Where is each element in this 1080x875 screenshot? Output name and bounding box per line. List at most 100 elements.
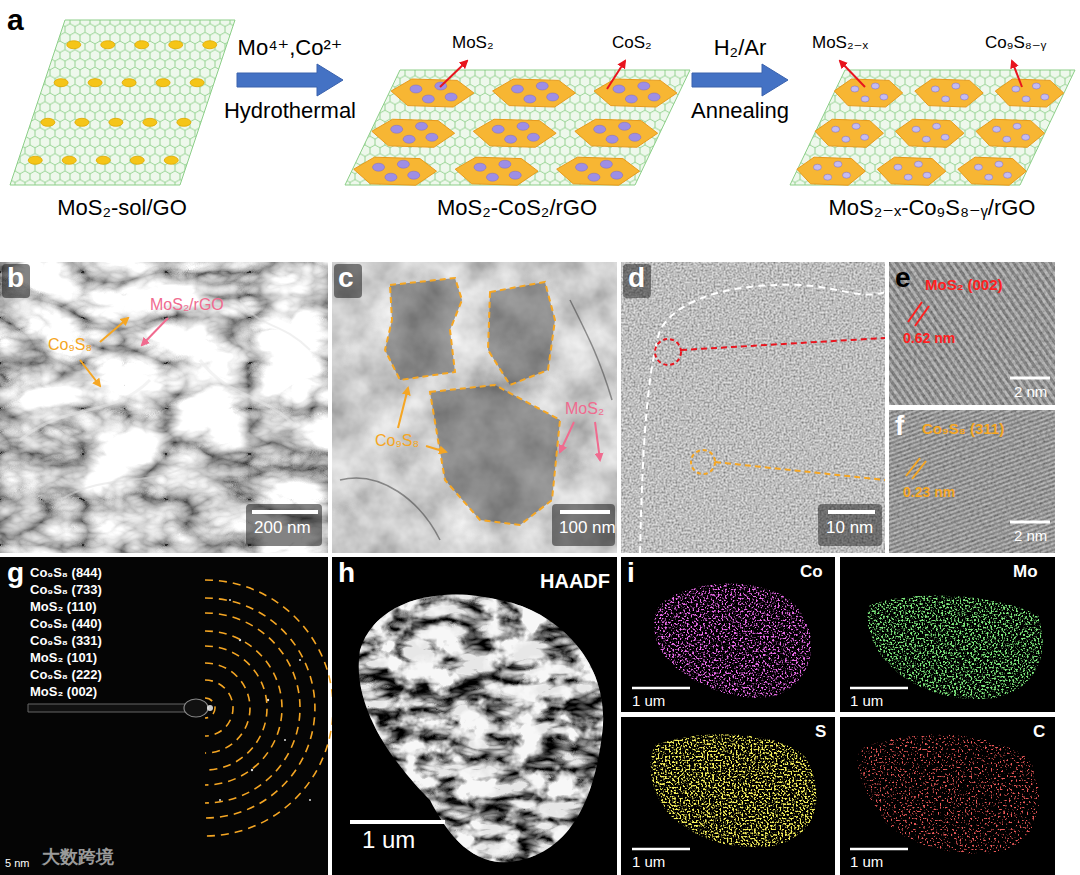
cobalt-sulfide-particle <box>842 172 850 178</box>
ring-index-label: Co₉S₈ (222) <box>30 668 102 683</box>
cobalt-sulfide-particle <box>505 135 517 143</box>
mos2-seed-dot <box>122 79 136 87</box>
process-arrow <box>692 64 788 96</box>
lattice-panel: eMoS₂ (002)0.62 nm2 nm <box>889 262 1055 405</box>
cobalt-sulfide-particle <box>1022 96 1030 102</box>
diffraction-pattern <box>0 557 333 875</box>
scale-bar-label: 1 um <box>362 826 415 854</box>
cobalt-sulfide-particle <box>1022 134 1030 140</box>
cobalt-sulfide-particle <box>960 94 968 100</box>
cobalt-sulfide-particle <box>638 82 650 90</box>
mos2-flake <box>575 119 658 147</box>
phase-label: Co₉S₈ <box>48 336 92 354</box>
cobalt-sulfide-particle <box>629 133 641 141</box>
mos2-seed-dot <box>164 156 178 164</box>
mos2-seed-dot <box>143 118 157 126</box>
panel-letter: i <box>627 557 635 589</box>
element-label: S <box>815 722 826 742</box>
mos2-seed-dot <box>75 118 89 126</box>
haadf-image <box>332 557 617 875</box>
cobalt-sulfide-particle <box>547 93 559 101</box>
cobalt-sulfide-particle <box>985 174 993 180</box>
scale-bar-label: 1 um <box>850 853 883 870</box>
process-step-label: Annealing <box>691 98 789 123</box>
mos2-flake <box>976 119 1044 147</box>
cobalt-sulfide-particle <box>933 123 941 129</box>
mos2-seed-dot <box>67 41 81 49</box>
phase-label: Co₉S₈ <box>375 432 419 450</box>
cobalt-sulfide-particle <box>912 126 920 132</box>
cobalt-sulfide-particle <box>995 161 1003 167</box>
scale-bar-label: 2 nm <box>1014 383 1047 400</box>
mos2-seed-dot <box>62 156 76 164</box>
scale-bar-label: 5 nm <box>5 857 29 870</box>
cobalt-sulfide-particle <box>861 96 869 102</box>
cobalt-sulfide-particle <box>648 93 660 101</box>
cobalt-sulfide-particle <box>993 126 1001 132</box>
cobalt-sulfide-particle <box>923 172 931 178</box>
cobalt-sulfide-particle <box>1013 123 1021 129</box>
scale-bar-label: 100 nm <box>559 518 616 538</box>
panel-letter: h <box>338 557 355 589</box>
eds-maps <box>621 557 1055 875</box>
cobalt-sulfide-particle <box>445 93 457 101</box>
cobalt-sulfide-particle <box>391 125 403 133</box>
sheet-fill <box>345 70 690 185</box>
element-label: Mo <box>1013 562 1038 582</box>
mos2-flake <box>473 119 556 147</box>
mos2-seed-dot <box>169 41 183 49</box>
mode-label: HAADF <box>540 570 610 593</box>
mos2-seed-dot <box>203 41 217 49</box>
mos2-flake <box>797 157 865 185</box>
graphene-mesh <box>10 20 235 185</box>
mos2-flake <box>995 79 1063 107</box>
cobalt-sulfide-particle <box>942 96 950 102</box>
panel-letter: e <box>895 262 911 294</box>
mos2-flake <box>815 119 883 147</box>
cobalt-sulfide-particle <box>914 161 922 167</box>
eds-map-panel: iCo1 um <box>621 557 835 712</box>
cobalt-sulfide-particle <box>904 174 912 180</box>
tem-image <box>332 262 617 553</box>
cobalt-sulfide-particle <box>619 122 631 130</box>
phase-label: MoS₂/rGO <box>150 296 224 314</box>
component-label: MoS₂ <box>452 33 494 53</box>
cobalt-sulfide-particle <box>974 164 982 170</box>
mos2-seed-dot <box>177 118 191 126</box>
lattice-image <box>889 262 1055 553</box>
cobalt-sulfide-particle <box>852 123 860 129</box>
edge-label: H₂/Ar <box>714 35 767 60</box>
scale-bar-label: 200 nm <box>254 518 311 538</box>
cobalt-sulfide-particle <box>499 160 511 168</box>
diffraction-panel: gCo₉S₈ (844)Co₉S₈ (733)MoS₂ (110)Co₉S₈ (… <box>0 557 328 875</box>
mos2-seed-dot <box>28 156 42 164</box>
element-label: Co <box>800 562 823 582</box>
mos2-seed-dot <box>41 118 55 126</box>
cobalt-sulfide-particle <box>1003 136 1011 142</box>
mos2-seed-dot <box>54 79 68 87</box>
cobalt-sulfide-particle <box>373 163 385 171</box>
leader-arrow <box>607 61 625 89</box>
mos2-flake <box>896 119 964 147</box>
haadf-panel: h HAADF 1 um <box>332 557 617 875</box>
panel-letter: f <box>895 410 904 442</box>
ring-index-label: Co₉S₈ (440) <box>30 617 102 632</box>
cobalt-sulfide-particle <box>426 133 438 141</box>
cobalt-sulfide-particle <box>861 134 869 140</box>
component-label: MoS₂₋ₓ <box>812 33 868 53</box>
cobalt-sulfide-particle <box>832 126 840 132</box>
ring-index-label: Co₉S₈ (331) <box>30 634 102 649</box>
graphene-sheet: MoS₂-sol/GO <box>10 15 235 235</box>
mos2-flake <box>958 157 1026 185</box>
scale-bar-label: 1 um <box>632 853 665 870</box>
panel-letter: g <box>7 557 24 589</box>
ring-index-label: Co₉S₈ (733) <box>30 583 102 598</box>
mos2-flake <box>493 79 576 107</box>
scale-bar-label: 10 nm <box>826 518 873 538</box>
mos2-flake <box>834 79 902 107</box>
plane-label: MoS₂ (002) <box>925 276 1003 293</box>
plane-label: Co₉S₈ (311) <box>922 420 1004 437</box>
edge-label: Mo⁴⁺,Co²⁺ <box>238 35 343 60</box>
scale-bar-label: 2 nm <box>1014 527 1047 544</box>
cobalt-sulfide-particle <box>880 94 888 100</box>
